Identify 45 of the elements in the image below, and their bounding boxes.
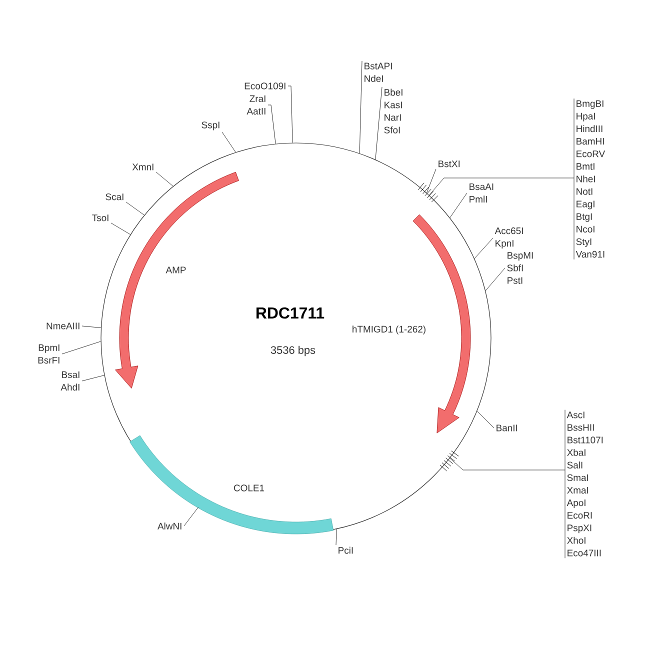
leader-line <box>82 375 105 382</box>
site-label: Acc65I KpnI <box>494 227 523 249</box>
plasmid-name: RDC1711 <box>256 307 324 319</box>
leader-line <box>110 222 131 235</box>
site-label: BspMI SbfI PstI <box>507 252 533 284</box>
leader-line <box>126 202 144 216</box>
site-label: AscI BssHII Bst1107I XbaI SalI SmaI XmaI ApoI EcoRI PspXI XhoI Eco47III <box>566 412 603 556</box>
site-label: BmgBI HpaI HindIII BamHI EcoRV BmtI NheI NotI EagI BtgI NcoI StyI Van91I <box>576 100 606 258</box>
leader-line <box>450 192 468 218</box>
site-label: BanII <box>496 424 518 432</box>
site-label: NmeAIII <box>46 322 80 330</box>
site-label: BbeI KasI NarI SfoI <box>384 88 402 134</box>
leader-line <box>450 410 566 558</box>
feature-label: AMP <box>166 266 186 274</box>
site-label: AlwNI <box>158 522 182 530</box>
leader-line <box>288 86 293 143</box>
size-label: 3536 bps <box>270 346 316 356</box>
site-label: BsaAI PmlI <box>470 183 494 203</box>
site-label: ScaI <box>106 194 124 200</box>
leader-line <box>62 341 101 354</box>
site-label: SspI <box>202 122 220 130</box>
site-label: XmnI <box>132 164 154 170</box>
leader-line <box>428 98 574 260</box>
leader-line <box>476 410 494 428</box>
leader-line <box>485 268 506 291</box>
site-label: BstAPI NdeI <box>364 62 392 82</box>
site-label: PciI <box>338 546 353 554</box>
site-label: ZraI AatII <box>246 95 266 115</box>
leader-line <box>426 168 436 194</box>
site-label: BstXI <box>438 160 460 168</box>
leader-line <box>359 60 362 154</box>
site-label: BsaI AhdI <box>60 371 80 391</box>
leader-line <box>336 528 337 546</box>
site-label: TsoI <box>92 214 108 222</box>
leader-line <box>375 86 382 160</box>
site-label: EcoO109I <box>244 82 286 90</box>
leader-line <box>156 172 174 186</box>
feature-label: COLE1 <box>234 484 264 492</box>
leader-line <box>82 326 102 328</box>
leader-line <box>222 132 236 152</box>
leader-line <box>184 506 199 526</box>
feature-label: hTMIGD1 (1-262) <box>352 326 426 334</box>
leader-line <box>474 238 494 259</box>
site-label: BpmI BsrFI <box>38 344 60 364</box>
leader-line <box>268 104 276 144</box>
